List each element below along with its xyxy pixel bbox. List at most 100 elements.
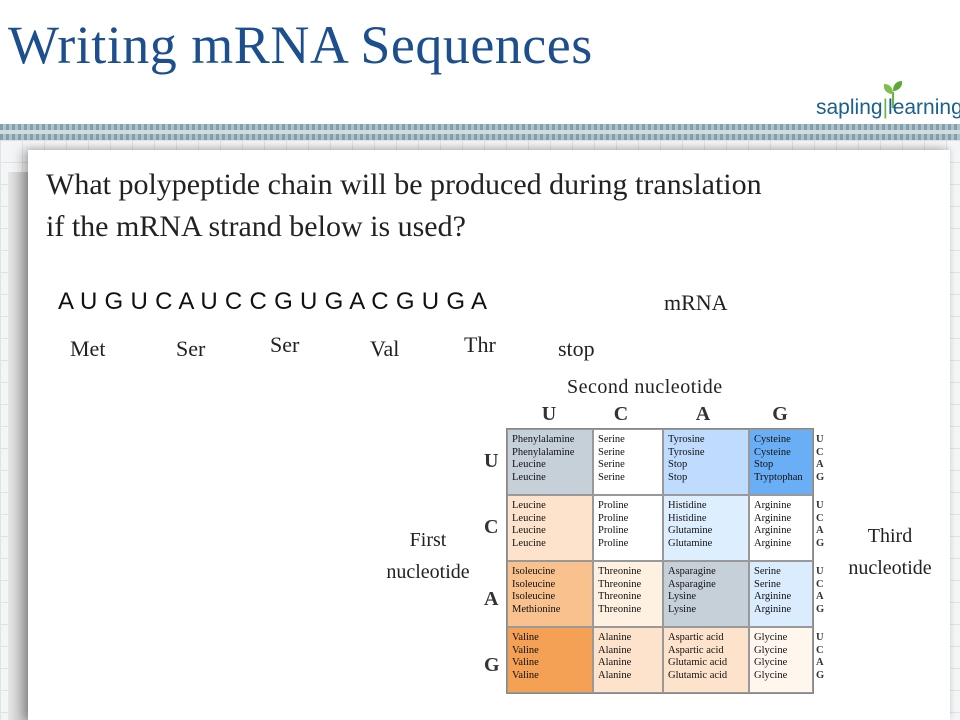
amino-acid-entry: Arginine <box>754 525 792 536</box>
amino-acid-entry: Proline <box>598 537 629 549</box>
question-line-1: What polypeptide chain will be produced … <box>46 168 762 201</box>
amino-acid-5: Thr <box>464 332 496 357</box>
third-letter: C <box>816 644 824 656</box>
amino-acid-entry: Threonine <box>598 591 642 602</box>
first-nucleotide-label-line-1: First <box>409 529 447 551</box>
row-header-a: A <box>484 588 499 610</box>
amino-acid-entry: Leucine <box>512 537 546 549</box>
mrna-label: mRNA <box>664 290 728 315</box>
amino-acid-entry: Threonine <box>598 603 642 615</box>
amino-acid-entry: Asparagine <box>668 578 716 590</box>
column-header-u: U <box>541 403 557 425</box>
first-nucleotide-label-line-2: nucleotide <box>386 561 470 583</box>
third-letter: C <box>816 446 824 458</box>
third-letter: G <box>816 537 825 549</box>
amino-acid-entry: Glycine <box>754 657 788 668</box>
row-header-c: C <box>484 516 499 538</box>
amino-acid-entry: Alanine <box>598 632 632 643</box>
third-letter: U <box>816 500 824 511</box>
third-letter: U <box>816 632 824 643</box>
amino-acid-entry: Proline <box>598 512 629 524</box>
amino-acid-entry: Leucine <box>512 459 546 470</box>
amino-acid-entry: Arginine <box>754 512 792 524</box>
third-letter: A <box>816 525 824 536</box>
amino-acid-entry: Arginine <box>754 591 792 602</box>
amino-acid-entry: Stop <box>754 459 774 470</box>
third-letter: A <box>816 657 824 668</box>
amino-acid-entry: Arginine <box>754 603 792 615</box>
amino-acid-entry: Lysine <box>668 603 696 615</box>
amino-acid-1: Met <box>70 336 106 361</box>
amino-acid-entry: Leucine <box>512 512 546 524</box>
amino-acid-entry: Arginine <box>754 500 792 511</box>
amino-acid-entry: Valine <box>512 632 539 643</box>
third-nucleotide-label-line-2: nucleotide <box>848 557 932 579</box>
amino-acid-entry: Leucine <box>512 500 546 511</box>
amino-acid-entry: Threonine <box>598 578 642 590</box>
third-nucleotide-label-line-1: Third <box>867 525 913 547</box>
amino-acid-entry: Cysteine <box>754 446 791 458</box>
third-letter: A <box>816 591 824 602</box>
third-letter: U <box>816 566 824 577</box>
logo-text-sapling: sapling <box>816 96 883 119</box>
amino-acid-entry: Tyrosine <box>668 446 705 458</box>
mrna-sequence: A U G U C A U C C G U G A C G U G A <box>58 288 488 315</box>
amino-acid-entry: Alanine <box>598 669 632 681</box>
amino-acid-entry: Tryptophan <box>754 471 803 483</box>
amino-acid-entry: Leucine <box>512 471 546 483</box>
third-letter: C <box>816 512 824 524</box>
third-letter: U <box>816 434 824 445</box>
amino-acid-4: Val <box>370 336 400 361</box>
amino-acid-entry: Proline <box>598 500 629 511</box>
second-nucleotide-label: Second nucleotide <box>567 376 723 398</box>
amino-acid-entry: Glycine <box>754 644 788 656</box>
question-text: What polypeptide chain will be produced … <box>46 164 926 248</box>
amino-acid-entry: Serine <box>598 459 625 470</box>
amino-acid-entry: Serine <box>598 446 625 458</box>
amino-acid-entry: Valine <box>512 644 539 656</box>
slide-header: Writing mRNA Sequences sapling|learning <box>0 0 960 140</box>
amino-acid-entry: Phenylalamine <box>512 446 575 458</box>
amino-acid-entry: Glutamic acid <box>668 657 728 668</box>
amino-acid-entry: Glycine <box>754 632 788 643</box>
amino-acid-entry: Glutamine <box>668 537 713 549</box>
third-letter: C <box>816 578 824 590</box>
paper-shadow <box>8 172 30 720</box>
amino-acid-entry: Alanine <box>598 657 632 668</box>
third-nucleotide-label: Third nucleotide <box>834 520 946 584</box>
amino-acid-entry: Tyrosine <box>668 434 705 445</box>
amino-acid-entry: Stop <box>668 471 688 483</box>
third-letter: A <box>816 459 824 470</box>
amino-acid-entry: Cysteine <box>754 434 791 445</box>
column-header-a: A <box>695 403 711 425</box>
amino-acid-entry: Histidine <box>668 500 707 511</box>
amino-acid-entry: Valine <box>512 657 539 668</box>
third-letter: G <box>816 669 825 681</box>
header-stripe-divider <box>0 124 960 140</box>
amino-acid-entry: Glutamic acid <box>668 669 728 681</box>
amino-acid-entry: Alanine <box>598 644 632 656</box>
slide-title: Writing mRNA Sequences <box>8 15 593 75</box>
amino-acid-entry: Leucine <box>512 525 546 536</box>
first-nucleotide-label: First nucleotide <box>372 524 484 588</box>
amino-acid-entry: Threonine <box>598 566 642 577</box>
amino-acid-entry: Valine <box>512 669 539 681</box>
sprout-icon <box>883 81 903 108</box>
amino-acid-entry: Aspartic acid <box>668 632 724 643</box>
logo-text: sapling|learning <box>816 96 960 120</box>
